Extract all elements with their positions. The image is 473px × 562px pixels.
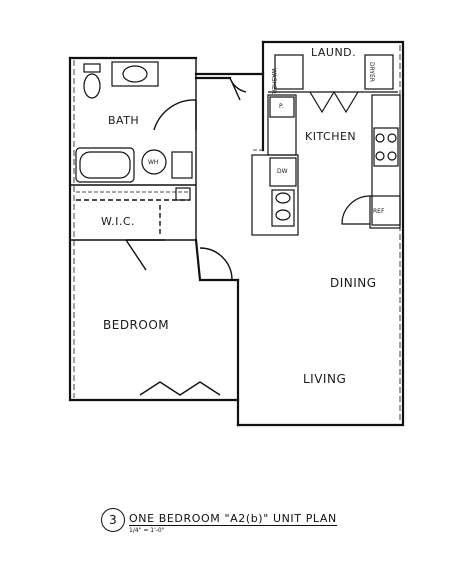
kitchen-island (251, 154, 299, 236)
bedroom-door-swing (199, 247, 233, 281)
room-label-wic: W.I.C. (101, 215, 136, 228)
room-label-bedroom: BEDROOM (103, 318, 170, 332)
toilet (83, 73, 101, 99)
water-heater (141, 149, 167, 175)
vanity (111, 61, 159, 87)
sink (271, 189, 295, 227)
ref-door-swing (341, 195, 371, 225)
room-label-kitchen: KITCHEN (305, 130, 357, 143)
plan-number-badge: 3 (101, 508, 125, 532)
counter-east (371, 94, 401, 226)
dryer (364, 54, 394, 90)
label-washer: WASHER (270, 68, 277, 94)
bedroom-wall-jog (194, 238, 240, 282)
laundry-bifold-doors (309, 90, 359, 114)
bath-door-swing (153, 99, 197, 131)
dishwasher (269, 157, 297, 187)
pantry (269, 96, 295, 118)
room-label-bath: BATH (108, 114, 140, 127)
exterior-wall-east (236, 40, 405, 427)
wic-door-swing (125, 239, 165, 271)
room-label-living: LIVING (303, 372, 347, 386)
plan-scale: 1/4" = 1'-0" (129, 527, 165, 534)
label-refrigerator: REF (373, 208, 385, 215)
label-dryer: DRYER (368, 62, 375, 83)
label-water-heater: WH (148, 159, 159, 166)
bathtub (75, 147, 135, 183)
label-pantry: P. (279, 103, 284, 110)
washer (274, 54, 304, 90)
range (373, 127, 399, 167)
refrigerator (369, 195, 401, 229)
closet-bifold-doors (139, 381, 221, 396)
plan-title: ONE BEDROOM "A2(b)" UNIT PLAN (129, 512, 337, 526)
hvac-unit (175, 187, 191, 201)
room-label-dining: DINING (330, 276, 377, 290)
exterior-wall-west (68, 56, 240, 402)
room-label-laund: LAUND. (311, 46, 357, 59)
label-dishwasher: DW (277, 168, 288, 175)
hvac-closet (171, 151, 193, 179)
entry-door-swing (229, 77, 247, 101)
